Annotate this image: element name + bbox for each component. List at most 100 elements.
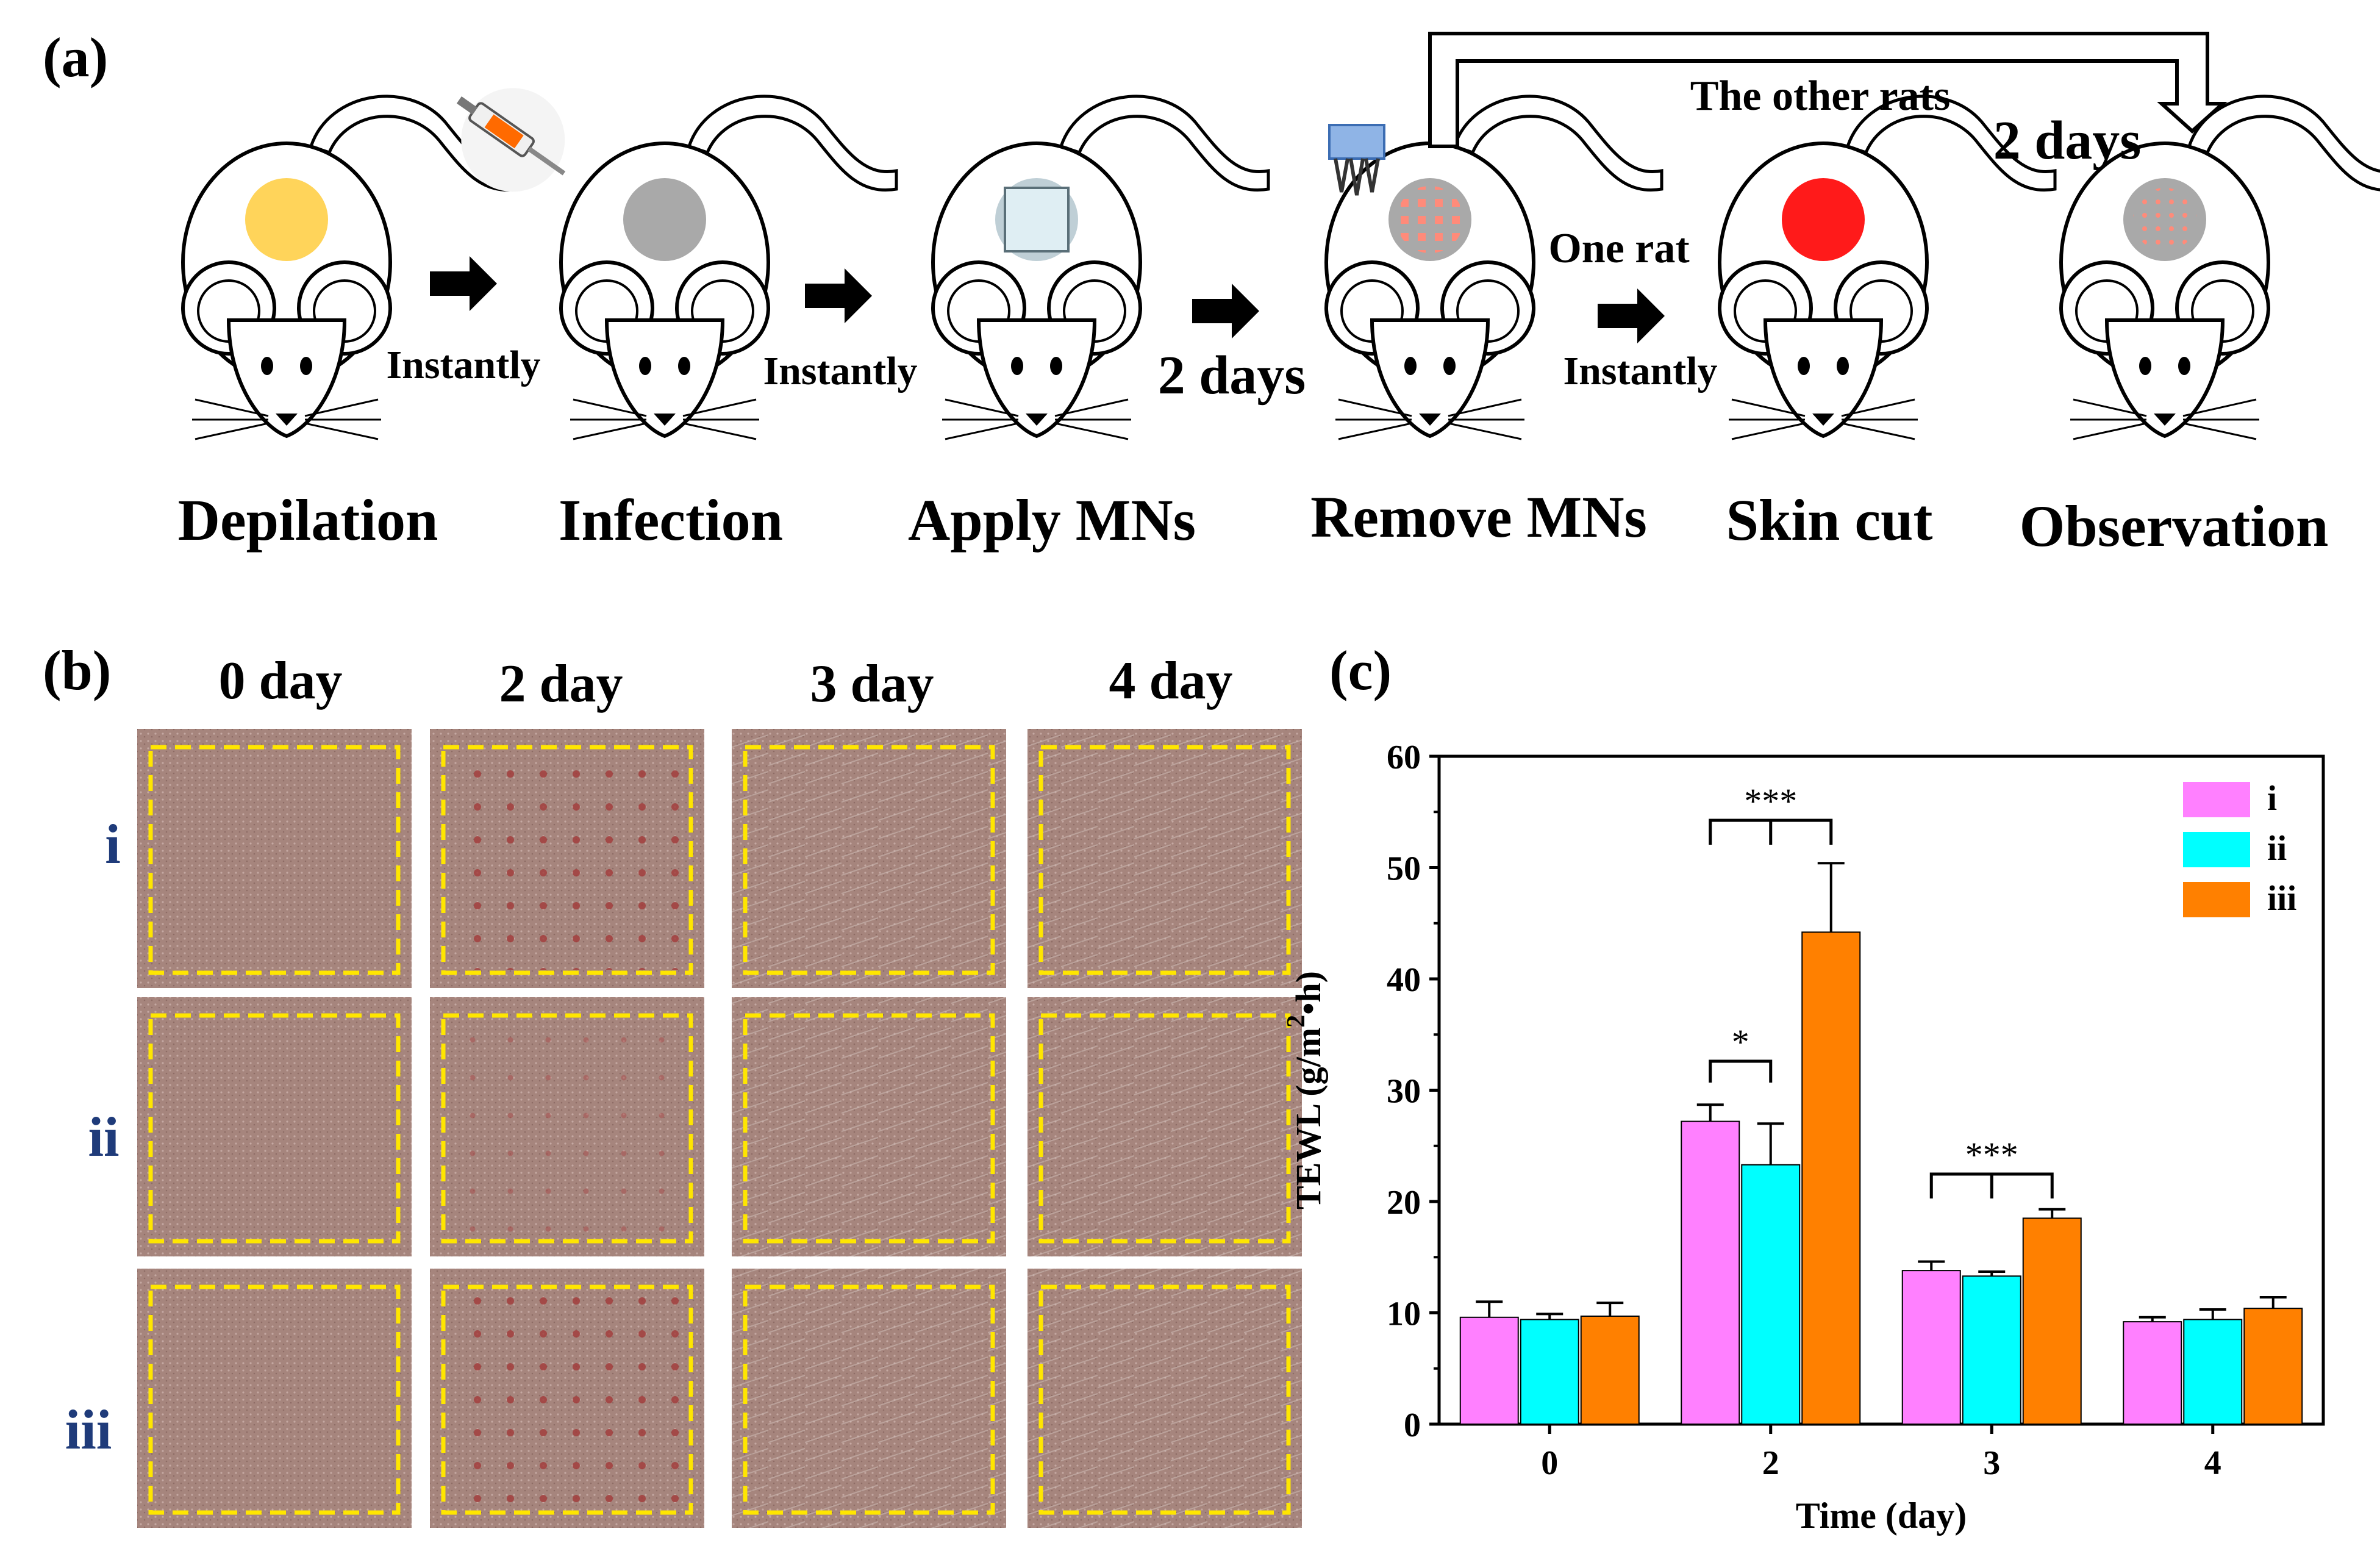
mouse-head (604, 318, 725, 439)
mouse-nose (1419, 414, 1441, 426)
hair-overlay (1027, 729, 1302, 988)
roi-dashed-box (441, 745, 693, 975)
mouse-illustration (931, 95, 1270, 440)
skin-photo-grid (137, 729, 1302, 1528)
skin-texture (137, 729, 412, 988)
skin-photo (430, 1269, 704, 1528)
y-tick-label: 30 (1387, 1073, 1421, 1111)
microneedle-puncture-marks (448, 747, 686, 970)
roi-dashed-box (148, 1013, 401, 1244)
hair-overlay (1027, 997, 1302, 1256)
mouse-eye (1443, 357, 1456, 375)
hair-overlay (732, 997, 1006, 1256)
y-tick-label: 20 (1387, 1184, 1421, 1222)
transition-label-3: 2 days (1158, 345, 1306, 406)
skin-texture (137, 997, 412, 1256)
y-axis-title: TEWL (g/m2•h) (1282, 971, 1328, 1209)
microneedle-patch (1004, 187, 1070, 253)
skin-photo (137, 1269, 412, 1528)
mouse-illustration (559, 95, 898, 440)
row-label-1: ii (88, 1106, 119, 1168)
bar-iii-3 (2022, 1217, 2082, 1425)
bar-iii-4 (2243, 1308, 2303, 1425)
y-tick-label: 0 (1404, 1406, 1421, 1444)
panel-a: (a) Instantly Instantly 2 days Instantly… (43, 26, 2380, 559)
branch-other-label: The other rats (1690, 73, 1950, 120)
bar-ii-4 (2183, 1319, 2243, 1425)
column-label-1: 2 day (499, 654, 623, 714)
mouse-illustration (2059, 95, 2380, 440)
row-label-2: iii (65, 1399, 112, 1461)
significance-bracket (1709, 1059, 1773, 1083)
microneedle-patch-icon (1328, 124, 1385, 196)
mouse-eye (300, 357, 312, 375)
mouse-tail (1059, 95, 1270, 192)
column-label-0: 0 day (219, 651, 343, 711)
y-tick-label: 10 (1387, 1295, 1421, 1333)
mouse-eye (1798, 357, 1810, 375)
mouse-eye (261, 357, 273, 375)
mouse-eye (1837, 357, 1849, 375)
mouse-tail (1845, 95, 2057, 192)
microneedle-marks (2133, 188, 2196, 251)
arrow-icon (805, 268, 872, 323)
treatment-spot (623, 178, 706, 261)
legend-swatch-iii (2183, 882, 2250, 917)
x-tick-label: 3 (1983, 1444, 2000, 1482)
hair-overlay (1027, 1269, 1302, 1528)
syringe-icon (456, 88, 566, 192)
transition-label-4: Instantly (1563, 349, 1717, 393)
mouse-eye (1011, 357, 1023, 375)
roi-dashed-box (148, 745, 401, 975)
skin-photo (732, 729, 1006, 988)
panel-c-label: (c) (1329, 639, 1392, 701)
treatment-spot (1782, 178, 1865, 261)
arrow-icon (430, 256, 497, 311)
roi-dashed-box (148, 1284, 401, 1515)
step-label: Infection (559, 487, 783, 553)
step-label: Remove MNs (1310, 484, 1647, 550)
skin-photo (430, 729, 704, 988)
mouse-whiskers (1335, 398, 1524, 440)
legend-swatch-i (2183, 782, 2250, 817)
skin-photo (1027, 997, 1302, 1256)
step-label: Apply MNs (908, 487, 1196, 553)
step-label: Observation (2020, 493, 2329, 559)
y-tick-label: 60 (1387, 739, 1421, 776)
bar-i-4 (2123, 1321, 2182, 1425)
roi-dashed-box (1038, 1284, 1291, 1515)
transition-label-1: Instantly (386, 343, 540, 387)
mouse-whiskers (192, 398, 381, 440)
roi-dashed-box (1038, 1013, 1291, 1244)
y-tick-label: 40 (1387, 961, 1421, 999)
bar-i-2 (1681, 1120, 1740, 1425)
mouse-eye (639, 357, 651, 375)
mouse-head (226, 318, 347, 439)
skin-photo (732, 1269, 1006, 1528)
hair-overlay (732, 1269, 1006, 1528)
treatment-spot (245, 178, 328, 261)
bar-iii-0 (1580, 1315, 1640, 1425)
microneedle-puncture-marks (448, 1015, 686, 1238)
mouse-nose (654, 414, 676, 426)
y-axis-title-main: TEWL (g/m (1288, 1028, 1328, 1209)
mouse-eye (1404, 357, 1417, 375)
bar-i-0 (1459, 1316, 1519, 1425)
legend-label: iii (2267, 878, 2296, 918)
mouse-illustration (1324, 95, 1663, 440)
mouse-eye (1050, 357, 1062, 375)
mouse-illustration (181, 95, 520, 440)
mouse-nose (276, 414, 298, 426)
skin-photo (1027, 1269, 1302, 1528)
mouse-tail (2187, 95, 2380, 192)
legend-label: i (2267, 778, 2277, 818)
panel-b-label: (b) (43, 639, 111, 701)
x-tick-label: 2 (1762, 1444, 1779, 1482)
bar-ii-3 (1962, 1275, 2021, 1425)
y-tick-label: 50 (1387, 850, 1421, 888)
significance-label: *** (1744, 781, 1797, 821)
bar-iii-2 (1801, 931, 1861, 1425)
mouse-head (976, 318, 1097, 439)
